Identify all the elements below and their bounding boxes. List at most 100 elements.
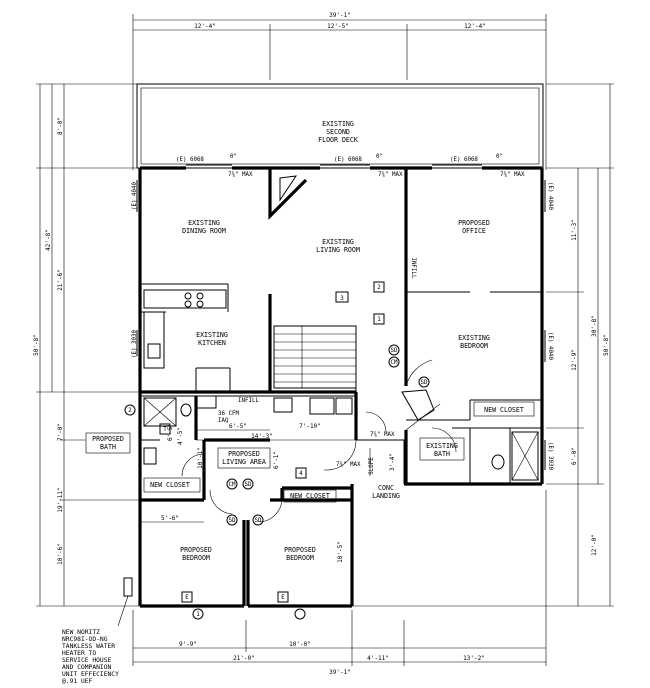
key-tags: 2 3 1 4 E E T 1 2 xyxy=(124,281,385,620)
max-label-5: 7¾" MAX xyxy=(336,462,361,468)
sd-detector-2: SD xyxy=(421,380,428,386)
tag-1: 1 xyxy=(377,317,381,323)
kitchen-1: EXISTING xyxy=(196,331,228,339)
window-tl: (E) 4040 xyxy=(132,182,138,210)
cm-detector-2: CM xyxy=(229,482,236,488)
dim-right-12: 12'-9" xyxy=(571,349,578,371)
dim-int-3: 7'-10" xyxy=(299,423,321,430)
prop-bath-2: BATH xyxy=(100,443,116,451)
note-line-8: @.91 UEF xyxy=(62,678,93,685)
door-label-right: (E) 6068 xyxy=(450,157,478,163)
tag-e-1: E xyxy=(185,595,189,601)
dim-left-42: 42'-8" xyxy=(45,229,52,251)
living-room-2: LIVING ROOM xyxy=(316,246,360,254)
new-closet-mid: NEW CLOSET xyxy=(290,492,330,500)
dim-top-overall: 39'-1" xyxy=(329,12,351,19)
dim-left-19: 19'-11" xyxy=(57,487,64,512)
prop-bath-1: PROPOSED xyxy=(92,435,124,443)
dim-bottom-5: 13'-2" xyxy=(463,655,485,662)
dim-top-1: 12'-4" xyxy=(194,23,216,30)
sd-detector-3: SD xyxy=(245,482,252,488)
dim-int-4: 5'-6" xyxy=(161,515,179,522)
tag-circle-2: 2 xyxy=(128,408,132,414)
window-mr: (E) 4040 xyxy=(547,332,553,360)
detectors: SD CM SD CM SD SD SD xyxy=(226,344,430,526)
top-dimensions: 39'-1" 12'-4" 12'-5" 12'-4" xyxy=(132,12,547,170)
max-label-2: 7¾" MAX xyxy=(378,172,403,178)
existing-bedroom-2: BEDROOM xyxy=(460,342,488,350)
door-label-left: (E) 6068 xyxy=(176,157,204,163)
prop-bedroom-2b: BEDROOM xyxy=(286,554,314,562)
tag-circle-1: 1 xyxy=(196,612,200,618)
note-line-2: NRC98I-OD-NG xyxy=(62,636,108,643)
dim-right-12b: 12'-0" xyxy=(591,534,598,556)
deck: EXISTING SECOND FLOOR DECK xyxy=(136,83,544,169)
dim-int-6: 6'-1" xyxy=(273,451,280,469)
opening-labels: (E) 6068 (E) 6068 (E) 6068 0" 0" 0" 7¾" … xyxy=(132,154,553,475)
tag-2: 2 xyxy=(377,285,381,291)
dim-int-2: 14'-3" xyxy=(251,433,273,440)
dim-int-10: 3'-4" xyxy=(389,453,396,471)
office-2: OFFICE xyxy=(462,227,486,235)
stair xyxy=(273,325,357,389)
window-kitchen: (E) 3030 xyxy=(132,330,138,358)
deck-label-3: FLOOR DECK xyxy=(318,136,358,144)
slope-label: SLOPE xyxy=(369,457,375,475)
conc-landing xyxy=(356,439,405,484)
deck-label-1: EXISTING xyxy=(322,120,354,128)
dining-room-2: DINING ROOM xyxy=(182,227,226,235)
living-room-1: EXISTING xyxy=(322,238,354,246)
dim-bottom-2: 21'-0" xyxy=(233,655,255,662)
office-1: PROPOSED xyxy=(458,219,490,227)
dim-int-1: 6'-5" xyxy=(229,423,247,430)
dim-top-3: 12'-4" xyxy=(464,23,486,30)
dim-top-2: 12'-5" xyxy=(327,23,349,30)
sd-detector-4: SD xyxy=(229,518,236,524)
dim-left-7: 7'-0" xyxy=(57,423,64,441)
cfm-2: IAQ xyxy=(218,418,229,424)
dim-right-overall: 50'-8" xyxy=(603,334,610,356)
cfm-1: 36 CFM xyxy=(218,411,239,417)
dim-left-10: 10'-6" xyxy=(57,543,64,565)
existing-bath-2: BATH xyxy=(434,450,450,458)
prop-living-1: PROPOSED xyxy=(228,450,260,458)
tag-3: 3 xyxy=(340,296,344,302)
tag-e-2: E xyxy=(281,595,285,601)
dim-bottom-4: 4'-11" xyxy=(367,655,389,662)
dim-right-6: 6'-0" xyxy=(571,447,578,465)
label-boxes xyxy=(85,401,535,503)
sd-detector-1: SD xyxy=(391,348,398,354)
max-label-1: 7¾" MAX xyxy=(228,172,253,178)
dim-left-21: 21'-6" xyxy=(57,269,64,291)
tag-t: T xyxy=(163,427,167,433)
infill-side: INFILL xyxy=(410,258,416,279)
note-line-1: NEW NORITZ xyxy=(62,629,100,636)
exterior-walls xyxy=(138,166,544,608)
dim-left-8: 8'-0" xyxy=(57,117,64,135)
room-labels: EXISTING DINING ROOM EXISTING LIVING ROO… xyxy=(92,219,524,562)
existing-bedroom-1: EXISTING xyxy=(458,334,490,342)
note-line-3: TANKLESS WATER xyxy=(62,643,115,650)
new-closet-right: NEW CLOSET xyxy=(484,406,524,414)
note-line-6: AND COMPANION xyxy=(62,664,111,671)
new-closet-left: NEW CLOSET xyxy=(150,481,190,489)
kitchen-counter xyxy=(143,289,227,369)
sd-detector-5: SD xyxy=(255,518,262,524)
bottom-dimensions: 9'-9" 21'-0" 10'-0" 4'-11" 13'-2" 39'-1" xyxy=(132,490,547,676)
glazing xyxy=(136,164,546,470)
existing-bath-1: EXISTING xyxy=(426,442,458,450)
dim-bottom-3: 10'-0" xyxy=(289,641,311,648)
dim-int-7: 6'-5" xyxy=(167,423,174,441)
door-label-mid: (E) 6068 xyxy=(334,157,362,163)
zero-1: 0" xyxy=(230,154,237,160)
doors xyxy=(181,359,457,523)
note-line-5: SERVICE HOUSE xyxy=(62,657,111,664)
left-dimensions: 50'-8" 42'-8" 8'-0" 21'-6" 7'-0" 19'-11"… xyxy=(33,83,140,607)
zero-3: 0" xyxy=(496,154,503,160)
max-label-4: 7¾" MAX xyxy=(370,432,395,438)
note-line-7: UNIT EFFECIENCY xyxy=(62,671,119,678)
dim-int-9: 4'-5" xyxy=(177,427,184,445)
zero-2: 0" xyxy=(376,154,383,160)
prop-bedroom-1b: BEDROOM xyxy=(182,554,210,562)
